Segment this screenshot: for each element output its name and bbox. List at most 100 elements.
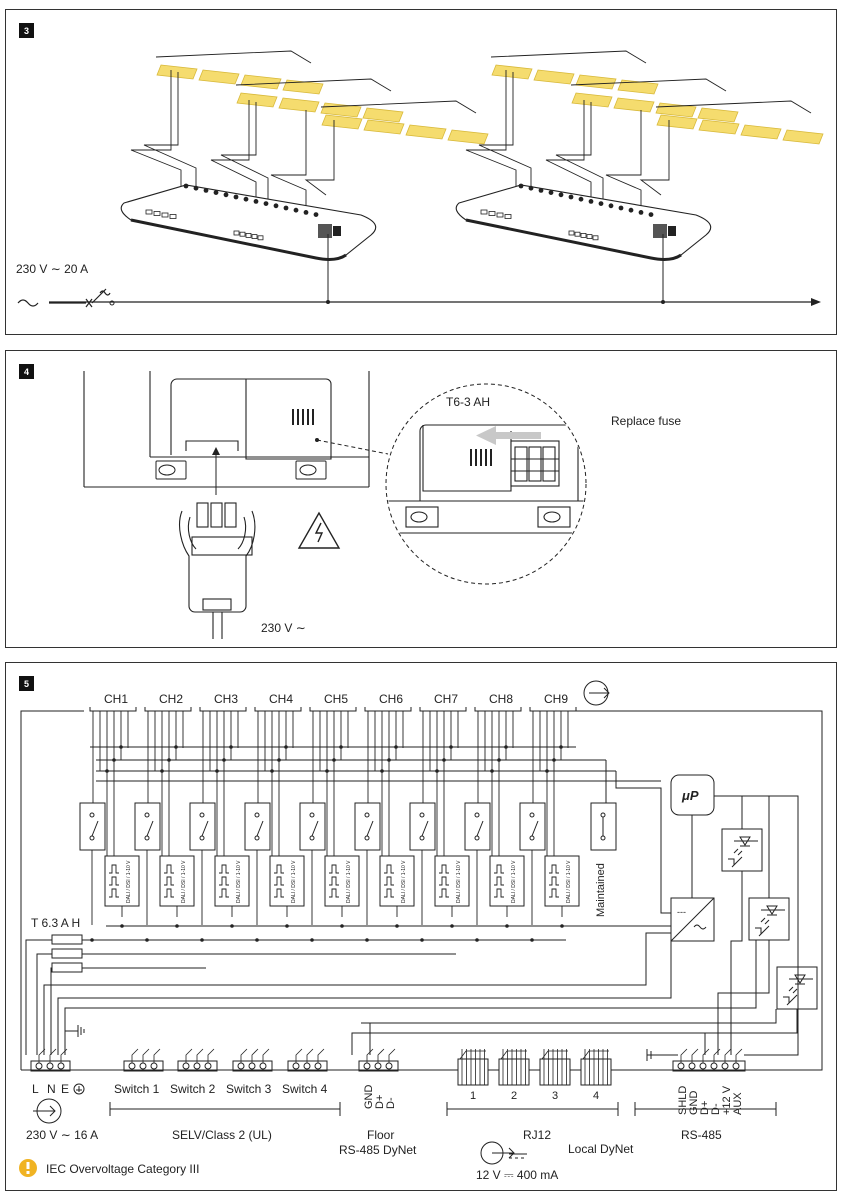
mains-plug-icon [179,502,256,639]
rj12-port-label: 3 [552,1090,558,1102]
luminaire-icon [698,119,740,135]
svg-text:---: --- [677,907,686,917]
insert-arrow-icon [212,447,220,455]
rj12-label: RJ12 [523,1128,552,1142]
terminal-e: E [61,1082,69,1096]
dimmer-module-icon [434,855,470,907]
relay-switch-icon [354,802,381,851]
rs485-terminal-label: +12 V [721,1085,733,1115]
junction-dot [661,300,665,304]
switch-label: Switch 4 [282,1082,328,1096]
fuse-label: T 6.3 A H [31,916,80,930]
rj12-port-1: 1 [457,1049,489,1102]
maintained-label: Maintained [595,863,607,917]
dimmer-module-label: DALI / DSI / 1-10 V [456,860,462,903]
luminaire-icon [447,129,489,145]
luminaire-icon [405,124,447,140]
dimmer-module-icon [214,855,250,907]
dimmer-module-icon [269,855,305,907]
terminal-l: L [32,1082,39,1096]
luminaire-icon [282,79,324,95]
slide-direction-arrow-icon [476,426,496,445]
step-badge: 5 [19,676,34,691]
switch-label: Switch 3 [226,1082,272,1096]
dimmer-module-icon [489,855,525,907]
luminaire-icon [782,129,824,145]
high-voltage-warning-icon [297,511,341,549]
luminaire-icon [156,64,198,80]
rs485-terminal-label: AUX [732,1092,744,1115]
dimmer-module-icon [379,855,415,907]
panel-3-installation: 3 230 V ∼ 20 A [5,9,837,335]
installation-diagram [17,50,824,308]
floor-dynet-label: RS-485 DyNet [339,1143,417,1157]
rj12-port-label: 1 [470,1090,476,1102]
luminaire-icon [697,107,739,123]
luminaire-icon [613,97,655,113]
switch-label: Switch 2 [170,1082,216,1096]
dimmer-module-label: DALI / DSI / 1-10 V [236,860,242,903]
junction-dot [326,300,330,304]
keyhole-mount-icon [155,460,327,480]
dimmer-module-icon [159,855,195,907]
relay-switch-icon [299,802,326,851]
slide-arrow-shaft [496,432,541,439]
channel-label: CH3 [214,692,238,706]
terminal-n: N [47,1082,56,1096]
channel-label: CH4 [269,692,293,706]
luminaire-icon [198,69,240,85]
channel-label: CH5 [324,692,348,706]
supply-rating: 230 V ∼ 20 A [16,262,89,276]
floor-terminal-label: D- [385,1097,397,1109]
fuse-rating-label: T6-3 AH [446,395,491,409]
power-output-label: 12 V ⎓ 400 mA [476,1168,559,1182]
replace-fuse-label: Replace fuse [611,414,682,428]
rj12-port-3: 3 [539,1049,571,1102]
rj12-port-label: 2 [511,1090,517,1102]
relay-switch-icon [519,802,546,851]
relay-switch-icon [79,802,106,851]
floor-terminal-label: D+ [374,1095,386,1109]
luminaire-icon [362,107,404,123]
luminaire-icon [236,92,278,108]
relay-switch-icon [409,802,436,851]
relay-switch-icon [244,802,271,851]
mains-voltage-label: 230 V ∼ [261,621,306,635]
dimmer-unit-icon [120,184,377,261]
dimmer-unit-icon [455,184,712,261]
mains-arrow-head [811,298,821,306]
relay-switch-icon [134,802,161,851]
dimmer-module-icon [104,855,140,907]
dimmer-module-label: DALI / DSI / 1-10 V [566,860,572,903]
channel-label: CH1 [104,692,128,706]
luminaire-icon [533,69,575,85]
floor-dynet-terminal [358,1060,399,1072]
luminaire-icon [575,74,617,90]
rj12-port-label: 4 [593,1090,599,1102]
switch-label: Switch 1 [114,1082,160,1096]
breaker-icon [85,288,111,308]
channel-label: CH2 [159,692,183,706]
dimmer-module-label: DALI / DSI / 1-10 V [126,860,132,903]
switch-3-terminal [232,1060,273,1072]
luminaire-icon [363,119,405,135]
dimmer-module-label: DALI / DSI / 1-10 V [181,860,187,903]
switch-2-terminal [177,1060,218,1072]
relay-switch-icon [464,802,491,851]
dimmer-rig-left [120,50,489,261]
local-dynet-label: Local DyNet [568,1142,634,1156]
panel-4-fuse-replacement: 4 [5,350,837,648]
dimmer-module-label: DALI / DSI / 1-10 V [346,860,352,903]
mains-rating: 230 V ∼ 16 A [26,1128,99,1142]
selv-class2-label: SELV/Class 2 (UL) [172,1128,272,1142]
earth-icon [73,1083,85,1095]
luminaire-icon [617,79,659,95]
rj12-port-4: 4 [580,1049,612,1102]
channel-label: CH6 [379,692,403,706]
dimmer-module-icon [544,855,580,907]
